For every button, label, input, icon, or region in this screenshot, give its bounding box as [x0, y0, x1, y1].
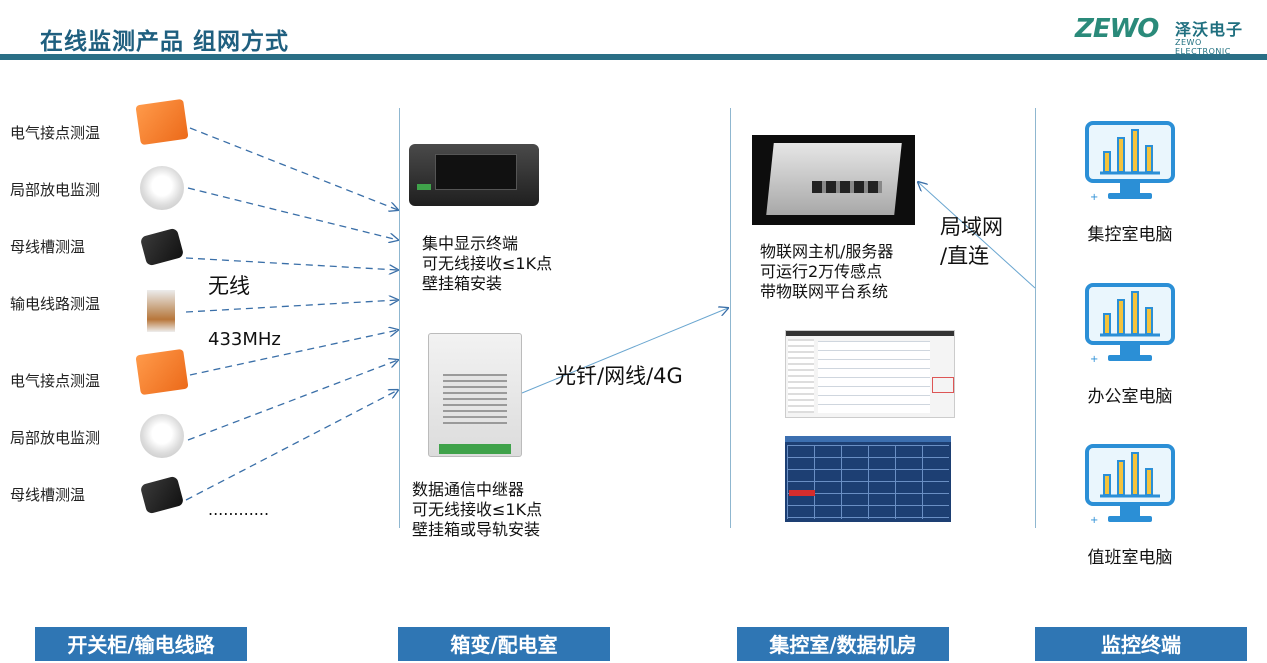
column-divider-3 — [1035, 108, 1036, 528]
iot-server-image — [752, 135, 915, 225]
relay-line-2: 可无线接收≤1K点 — [412, 500, 543, 519]
display-terminal-line-1: 集中显示终端 — [422, 234, 519, 253]
sensor-label-4: 输电线路测温 — [10, 295, 101, 313]
footer-label-switchgear: 开关柜/输电线路 — [35, 627, 247, 661]
svg-text:+: + — [1090, 354, 1098, 365]
platform-screenshot-2 — [785, 436, 951, 522]
screenshot2-header — [785, 436, 951, 442]
line-temp-sensor-image — [147, 290, 175, 332]
arrow-sensor-7 — [185, 390, 398, 501]
svg-text:+: + — [1090, 515, 1098, 526]
arrow-relay-to-server — [521, 308, 728, 394]
display-terminal-desc: 集中显示终端 可无线接收≤1K点 壁挂箱安装 — [422, 234, 552, 294]
screenshot-grid — [818, 341, 930, 413]
control-room-pc-icon: + — [1084, 120, 1176, 204]
screenshot-toolbar — [786, 331, 954, 336]
logo-mark: ZEWO — [1075, 14, 1159, 44]
sensor-label-3: 母线槽测温 — [10, 238, 86, 256]
display-terminal-line-2: 可无线接收≤1K点 — [422, 254, 553, 273]
relay-line-1: 数据通信中继器 — [412, 480, 525, 499]
column-divider-1 — [399, 108, 400, 528]
sensor-label-6: 局部放电监测 — [10, 429, 101, 447]
more-sensors-ellipsis: ............ — [208, 500, 270, 519]
arrow-sensor-3 — [185, 257, 398, 270]
arrow-lan-to-server — [918, 182, 1036, 289]
arrow-sensor-2 — [187, 187, 398, 240]
fiber-network-label: 光钎/网线/4G — [555, 364, 683, 388]
relay-terminal-block — [439, 444, 511, 454]
relay-line-3: 壁挂箱或导轨安装 — [412, 520, 541, 539]
server-line-2: 可运行2万传感点 — [760, 262, 883, 281]
lan-label-line-2: /直连 — [940, 244, 990, 268]
data-relay-image — [428, 333, 522, 457]
footer-label-substation: 箱变/配电室 — [398, 627, 610, 661]
arrow-sensor-6 — [187, 360, 398, 441]
partial-discharge-sensor-image — [140, 166, 184, 210]
column-divider-2 — [730, 108, 731, 528]
terminal-connector — [417, 184, 431, 190]
frequency-label: 433MHz — [208, 329, 281, 350]
display-terminal-image — [409, 144, 539, 206]
server-line-3: 带物联网平台系统 — [760, 282, 889, 301]
screenshot-sidebar — [788, 339, 814, 413]
footer-label-datacenter: 集控室/数据机房 — [737, 627, 949, 661]
duty-room-pc-icon: + — [1084, 443, 1176, 527]
platform-screenshot-1 — [785, 330, 955, 418]
sensor-label-2: 局部放电监测 — [10, 181, 101, 199]
pc-label-2: 办公室电脑 — [1087, 387, 1173, 407]
relay-desc: 数据通信中继器 可无线接收≤1K点 壁挂箱或导轨安装 — [412, 480, 542, 540]
page-title: 在线监测产品 组网方式 — [40, 29, 290, 55]
screenshot2-grid — [787, 445, 949, 519]
lan-label-line-1: 局域网 — [940, 215, 1003, 239]
partial-discharge-sensor-image-2 — [140, 414, 184, 458]
office-pc-icon: + — [1084, 282, 1176, 366]
sensor-label-1: 电气接点测温 — [10, 124, 101, 142]
company-logo: ZEWO 泽沃电子 ZEWO ELECTRONIC — [1075, 14, 1255, 56]
footer-label-monitoring: 监控终端 — [1035, 627, 1247, 661]
server-chassis — [766, 143, 902, 215]
display-screen — [435, 154, 517, 190]
screenshot-alert-box — [932, 377, 954, 393]
sensor-label-7: 母线槽测温 — [10, 486, 86, 504]
server-line-1: 物联网主机/服务器 — [760, 242, 894, 261]
display-terminal-line-3: 壁挂箱安装 — [422, 274, 503, 293]
server-ports — [812, 181, 882, 193]
pc-label-3: 值班室电脑 — [1087, 548, 1173, 568]
arrow-sensor-4 — [185, 300, 398, 313]
screenshot2-alarm — [789, 490, 815, 496]
arrow-sensor-5 — [189, 330, 398, 376]
header-divider — [0, 54, 1267, 60]
wireless-label: 无线 — [208, 274, 250, 298]
arrow-sensor-1 — [189, 127, 398, 210]
lan-link-label: 局域网 /直连 — [940, 213, 1003, 271]
logo-cn-name: 泽沃电子 — [1175, 20, 1244, 39]
svg-text:+: + — [1090, 192, 1098, 203]
logo-en-name: ZEWO ELECTRONIC — [1175, 38, 1231, 56]
display-terminal-frame — [403, 138, 545, 212]
pc-label-1: 集控室电脑 — [1087, 225, 1173, 245]
server-desc: 物联网主机/服务器 可运行2万传感点 带物联网平台系统 — [760, 242, 893, 302]
relay-label-panel — [443, 374, 507, 424]
sensor-label-5: 电气接点测温 — [10, 372, 101, 390]
